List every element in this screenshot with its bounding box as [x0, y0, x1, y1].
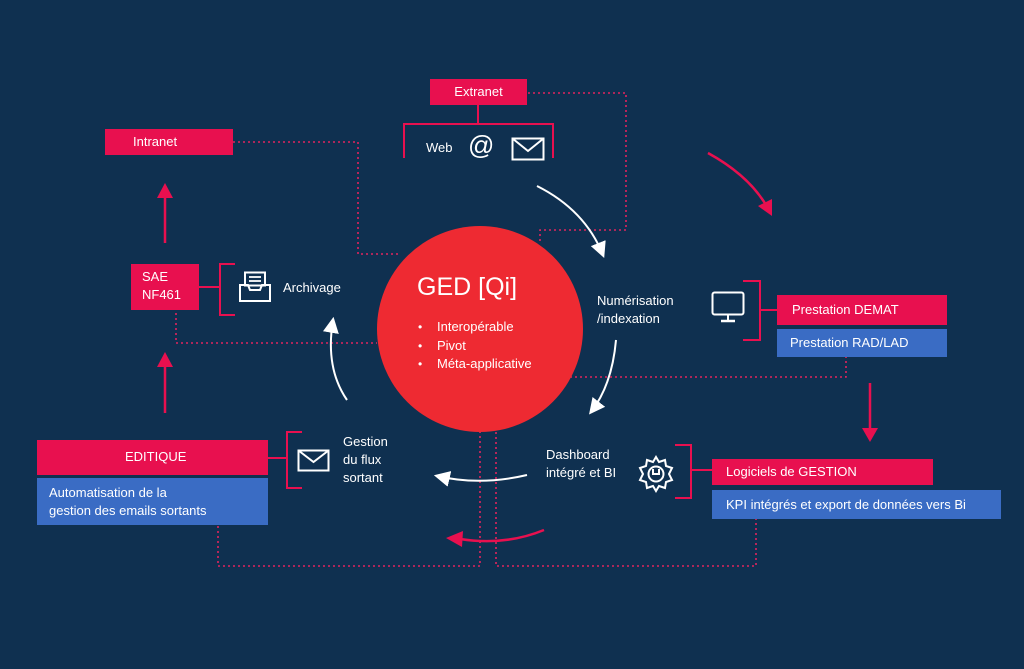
arrow-flux-to-archivage	[323, 316, 348, 401]
at-icon: @	[468, 130, 495, 160]
flux-bracket	[286, 431, 302, 489]
web-bracket	[403, 105, 554, 158]
sae-label: SAE	[142, 269, 169, 284]
arrow-numerisation-to-dashboard	[589, 339, 617, 415]
envelope-icon	[297, 449, 330, 472]
gear-bracket	[675, 444, 692, 499]
ged-title: GED [Qi]	[417, 273, 518, 301]
arrow-dashboard-to-flux	[433, 471, 528, 487]
numerisation-label: Numérisation /indexation	[597, 292, 674, 328]
kpi-box: KPI intégrés et export de données vers B…	[712, 490, 1001, 519]
archivage-label: Archivage	[283, 280, 341, 295]
archive-bracket	[219, 263, 235, 316]
arrow-curve-top-right	[707, 151, 768, 206]
indexation-line: /indexation	[597, 311, 660, 326]
sortant-line: sortant	[343, 470, 383, 485]
sae-box: SAE NF461	[131, 264, 199, 310]
prestation-demat-box: Prestation DEMAT	[777, 295, 947, 325]
gestion-flux-label: Gestion du flux sortant	[343, 433, 388, 487]
monitor-icon	[711, 291, 745, 323]
automatisation-line: Automatisation de la	[49, 485, 167, 500]
gear-icon	[638, 455, 674, 493]
arrow-curve-bottom-left	[459, 528, 545, 543]
emails-line: gestion des emails sortants	[49, 503, 207, 518]
logiciels-box: Logiciels de GESTION	[712, 459, 933, 485]
automatisation-box: Automatisation de la gestion des emails …	[37, 478, 268, 525]
arrow-web-to-numerisation	[536, 185, 606, 258]
dotted-connectors	[175, 92, 847, 567]
editique-connector	[217, 432, 481, 567]
inbox-tray-icon	[239, 271, 271, 302]
editique-box: EDITIQUE	[37, 440, 268, 475]
sae-connector	[175, 308, 377, 344]
intranet-box: Intranet	[105, 129, 233, 155]
logiciels-connector	[495, 432, 757, 567]
sae-norm-label: NF461	[142, 287, 182, 302]
extranet-connector	[528, 92, 627, 242]
monitor-bracket	[743, 280, 761, 341]
dashboard-label: Dashboard intégré et BI	[546, 446, 616, 482]
prestation-connector	[570, 357, 847, 378]
gestion-line: Gestion	[343, 434, 388, 449]
ged-feature: Interopérable	[418, 318, 532, 337]
extranet-box: Extranet	[430, 79, 527, 105]
prestation-rad-box: Prestation RAD/LAD	[777, 329, 947, 357]
pink-arrows	[157, 151, 878, 547]
ged-feature: Pivot	[418, 337, 532, 356]
envelope-icon	[511, 137, 545, 161]
dashboard-line: Dashboard	[546, 447, 610, 462]
numerisation-line: Numérisation	[597, 293, 674, 308]
web-label: Web	[426, 140, 453, 155]
flux-line: du flux	[343, 452, 382, 467]
white-arrows	[323, 185, 617, 487]
ged-feature-list: Interopérable Pivot Méta-applicative	[418, 318, 532, 374]
bi-line: intégré et BI	[546, 465, 617, 480]
intranet-connector	[233, 141, 400, 255]
ged-feature: Méta-applicative	[418, 355, 532, 374]
